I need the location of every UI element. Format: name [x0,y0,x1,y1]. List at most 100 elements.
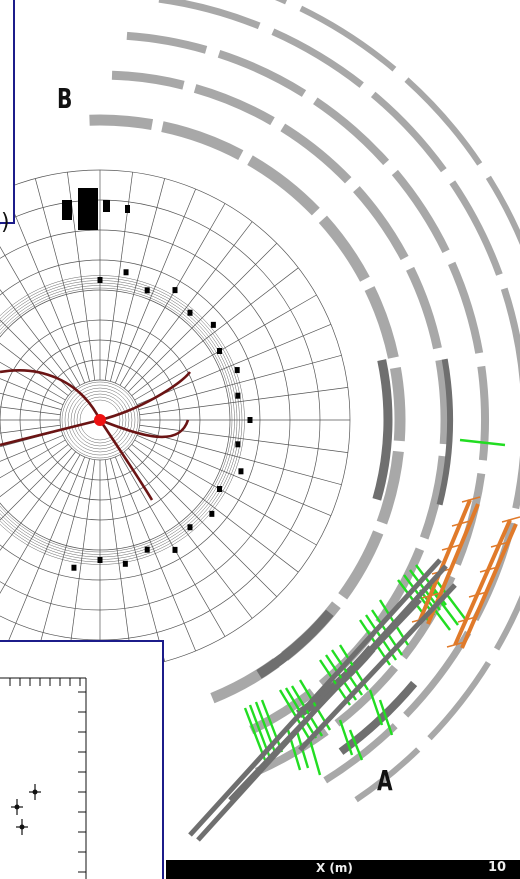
grid-spoke [114,456,196,652]
tracker-ring [0,287,233,553]
muon-chamber-segment [391,169,450,253]
muon-chamber-segment [318,215,370,282]
muon-chamber-segment [406,266,442,350]
grid-spoke [0,454,81,594]
particle-track [0,369,102,421]
tracker-ring [0,275,245,565]
black-hit [210,321,216,328]
muon-hit [435,579,467,621]
grid-spoke [0,448,72,521]
muon-chamber-segment [375,547,425,626]
muon-chamber-segment [370,91,447,173]
grid-spoke [0,424,61,434]
inset-data-point [19,824,25,830]
muon-chamber-segment [89,114,154,131]
grid-spoke [134,294,317,401]
muon-chamber-segment [111,70,185,90]
muon-hit [378,699,394,736]
black-hit [144,546,150,553]
black-hit [144,287,150,294]
grid-spoke [34,178,90,382]
muon-hit [278,689,312,741]
muon-hit [461,496,481,503]
grid-spoke [138,430,342,486]
dark-chamber [436,358,454,506]
muon-chamber-segment [376,450,404,525]
muon-chamber-segment [338,530,384,600]
black-energy-deposit [78,188,98,230]
muon-chamber-segment [353,186,409,261]
grid-spoke [0,361,66,401]
black-hit [234,367,240,374]
muon-chamber-segment [299,5,397,72]
muon-hit [501,516,520,523]
black-hit [97,277,103,283]
grid-spoke [0,378,64,406]
tracker-ring [70,390,130,450]
black-energy-deposit [103,200,110,212]
tracker-ring [61,381,139,459]
primary-vertex [94,414,106,426]
muon-hit [319,659,351,706]
muon-chamber-segment [448,261,484,354]
grid-spoke [114,188,196,384]
grid-spoke [0,342,69,396]
muon-chamber-segment [280,123,352,184]
inset-plot-panel [0,640,164,879]
muon-chamber-segment [485,175,520,246]
muon-chamber-segment [161,121,244,160]
muon-chamber-segment [449,180,503,276]
grid-spoke [139,424,348,453]
black-energy-deposit [125,205,130,213]
muon-chamber-segment [500,287,520,385]
muon-hit [368,689,384,726]
grid-spoke [4,456,86,652]
tracker-ring [67,387,133,453]
label-a: A [377,764,393,797]
grid-spoke [104,459,133,668]
dark-chamber [372,359,393,501]
grid-spoke [0,439,66,479]
particle-track [0,418,101,447]
inset-plot [0,677,87,879]
muon-chamber-segment [494,594,520,651]
muon-chamber-segment [477,365,489,461]
black-hit [123,269,129,276]
grid-spoke [134,439,317,546]
grid-spoke [128,448,278,598]
muon-chamber-segment [364,286,399,359]
muon-chamber-segment [323,723,398,784]
tracker-ring [64,384,136,456]
grid-spoke [0,319,72,392]
inset-panel-top [0,0,15,224]
muon-hit [338,719,354,756]
muon-chamber-segment [419,455,448,540]
muon-chamber-segment [126,31,208,54]
grid-spoke [138,354,342,410]
black-hit [247,417,253,423]
muon-chamber-segment [274,0,288,5]
muon-chamber-segment [158,0,261,30]
muon-chamber-segment [193,84,275,126]
grid-spoke [131,444,299,573]
paren-text: ) [1,210,10,235]
muon-hit [446,641,466,648]
black-hit [235,441,241,448]
inset-data-point [32,789,38,795]
black-hit [187,309,193,316]
grid-spoke [67,459,96,668]
grid-spoke [131,267,299,396]
grid-spoke [128,242,278,392]
muon-chamber-segment [354,747,421,803]
muon-hit [459,438,506,447]
muon-chamber-segment [334,664,398,727]
black-hit [71,564,77,571]
muon-hit [441,544,461,551]
x-axis-bar: X (m) 10 [166,860,520,879]
black-hit [187,524,193,531]
black-hit [209,510,215,517]
black-hit [235,392,241,399]
muon-hit [490,541,510,548]
muon-chamber-segment [427,661,491,741]
